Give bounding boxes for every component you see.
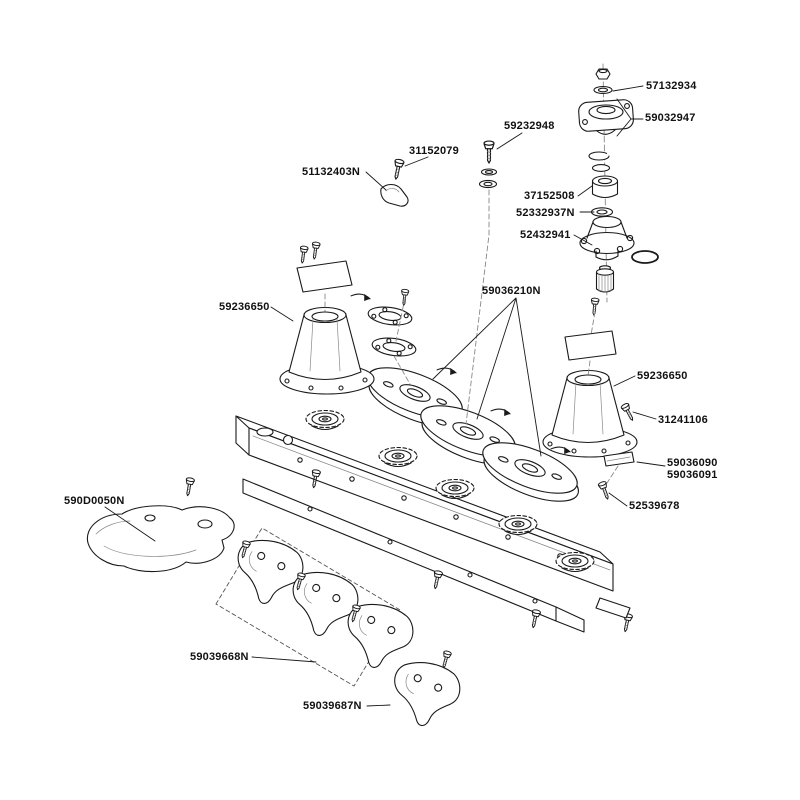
part-label-52332937N: 52332937N <box>516 207 575 219</box>
bearing-flanges <box>366 288 418 385</box>
part-label-52432941: 52432941 <box>520 229 571 241</box>
mounting-bolt-set <box>465 140 498 425</box>
part-label-59236650-left: 59236650 <box>219 301 270 313</box>
part-label-31152079: 31152079 <box>409 145 459 157</box>
part-label-59036091: 59036091 <box>667 469 718 481</box>
part-label-59036090: 59036090 <box>667 457 718 469</box>
part-label-52539678: 52539678 <box>629 500 680 512</box>
part-label-59039687N: 59039687N <box>303 700 362 712</box>
wear-plate <box>242 478 585 633</box>
upper-left-fasteners <box>380 158 409 207</box>
part-label-51132403N: 51132403N <box>302 166 361 178</box>
part-label-59039668N: 59039668N <box>190 651 249 663</box>
part-label-57132934: 57132934 <box>646 80 697 92</box>
leader-lines <box>104 85 666 707</box>
bearing-hub-assembly <box>578 63 659 303</box>
right-side-small-parts <box>597 402 637 501</box>
part-label-59236650-right: 59236650 <box>637 370 688 382</box>
part-label-37152508: 37152508 <box>524 190 575 202</box>
part-label-59032947: 59032947 <box>645 112 696 124</box>
right-cone-drum <box>542 297 638 458</box>
part-label-59036210N: 59036210N <box>482 285 541 297</box>
blade-holders <box>215 527 419 687</box>
left-cone-drum <box>279 241 375 395</box>
scattered-fasteners <box>183 468 634 633</box>
part-label-590D0050N: 590D0050N <box>64 495 125 507</box>
blade-holder-single <box>385 649 465 733</box>
part-label-31241106: 31241106 <box>658 414 708 426</box>
part-label-59232948: 59232948 <box>504 120 555 132</box>
skid-plate <box>86 505 235 573</box>
